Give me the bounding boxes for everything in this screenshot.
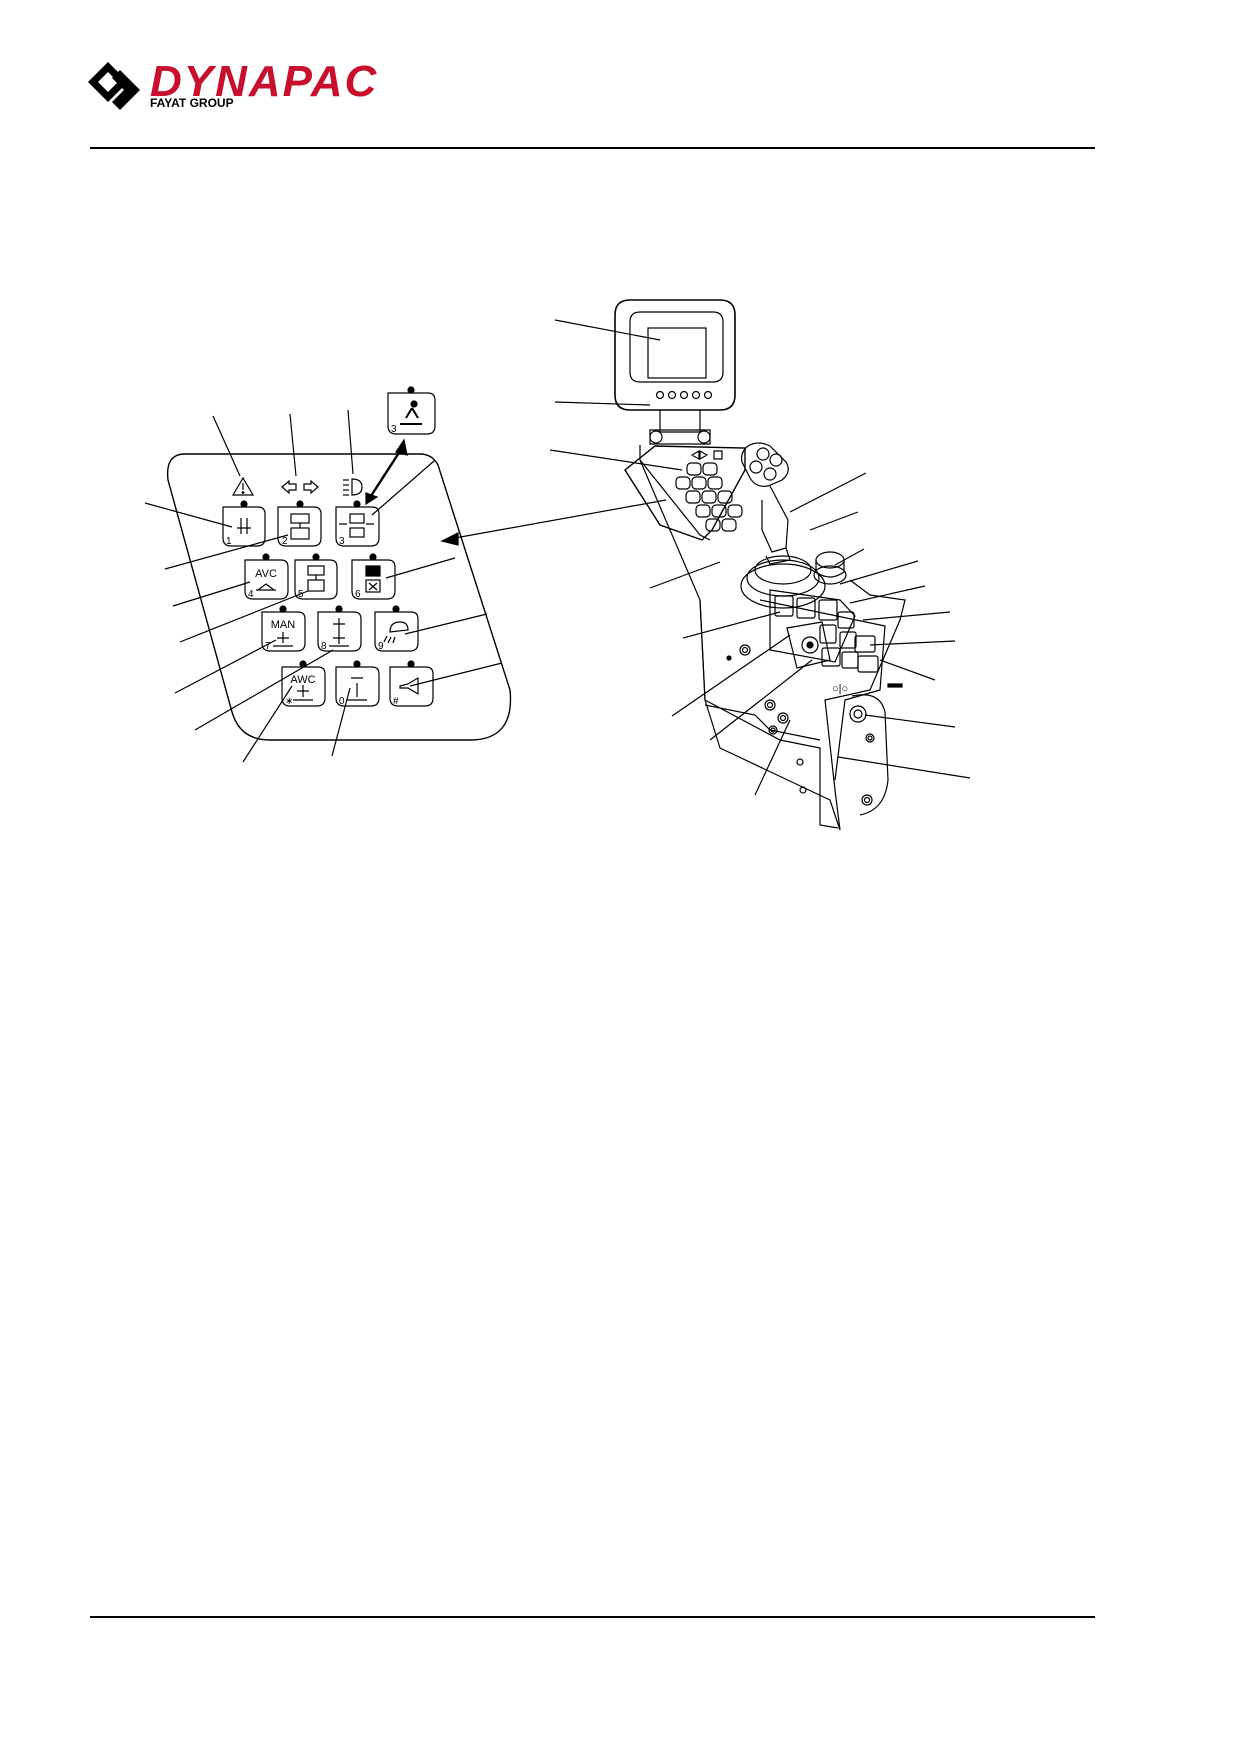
keypad-button-7 <box>261 605 306 652</box>
console-body <box>639 445 906 831</box>
man-label: MAN <box>271 619 296 631</box>
button-number-5: 5 <box>298 589 304 600</box>
display-unit <box>614 299 736 411</box>
control-panel-figure: ○|○ 1 2 3 4 5 6 7 8 9 ∗ 0 # 3 <box>144 299 971 831</box>
keypad-button-hash <box>389 660 434 707</box>
button-number-0: 0 <box>339 696 345 707</box>
rotary-knob <box>813 551 847 585</box>
keypad-button-0 <box>335 660 380 707</box>
dynapac-diamond-icon <box>88 62 140 110</box>
keypad-button-2 <box>277 500 322 547</box>
button-number-3: 3 <box>339 536 345 547</box>
button-number-7: 7 <box>265 641 271 652</box>
keypad-button-1 <box>222 500 266 547</box>
machine-keypad-plate <box>624 445 746 541</box>
brand-name: DYNAPAC <box>150 57 379 106</box>
keypad-button-star <box>281 660 326 707</box>
keypad-button-4 <box>244 553 289 600</box>
brand-subtitle: FAYAT GROUP <box>150 96 234 110</box>
button-number-star: ∗ <box>285 696 293 707</box>
warning-icon <box>231 476 255 496</box>
machine-keypad-buttons <box>675 462 743 532</box>
button-number-2: 2 <box>282 536 288 547</box>
keypad-outline <box>166 453 512 741</box>
inset-button-number: 3 <box>391 424 397 435</box>
headlight-icon <box>343 478 363 496</box>
bolts <box>726 644 875 806</box>
inset-button-3 <box>387 386 436 435</box>
keypad-button-6 <box>351 553 396 600</box>
awc-label: AWC <box>290 674 315 686</box>
footer-rule <box>90 1616 1095 1618</box>
button-number-8: 8 <box>321 641 327 652</box>
keypad-button-8 <box>317 605 362 652</box>
button-number-hash: # <box>393 696 399 707</box>
direction-arrows-icon <box>281 479 319 495</box>
button-number-4: 4 <box>248 589 254 600</box>
header-rule <box>90 147 1095 149</box>
keypad-button-5 <box>294 553 338 600</box>
button-number-9: 9 <box>378 641 384 652</box>
keypad-button-3 <box>335 500 380 547</box>
mode-selector <box>786 621 831 669</box>
button-number-6: 6 <box>355 589 361 600</box>
joystick <box>740 442 826 609</box>
button-number-1: 1 <box>226 536 232 547</box>
dynapac-logo: DYNAPAC FAYAT GROUP <box>88 60 468 115</box>
switch-panel <box>769 589 879 673</box>
keypad-button-9 <box>374 605 419 652</box>
svg-text:○|○: ○|○ <box>832 683 848 695</box>
avc-label: AVC <box>255 568 277 580</box>
